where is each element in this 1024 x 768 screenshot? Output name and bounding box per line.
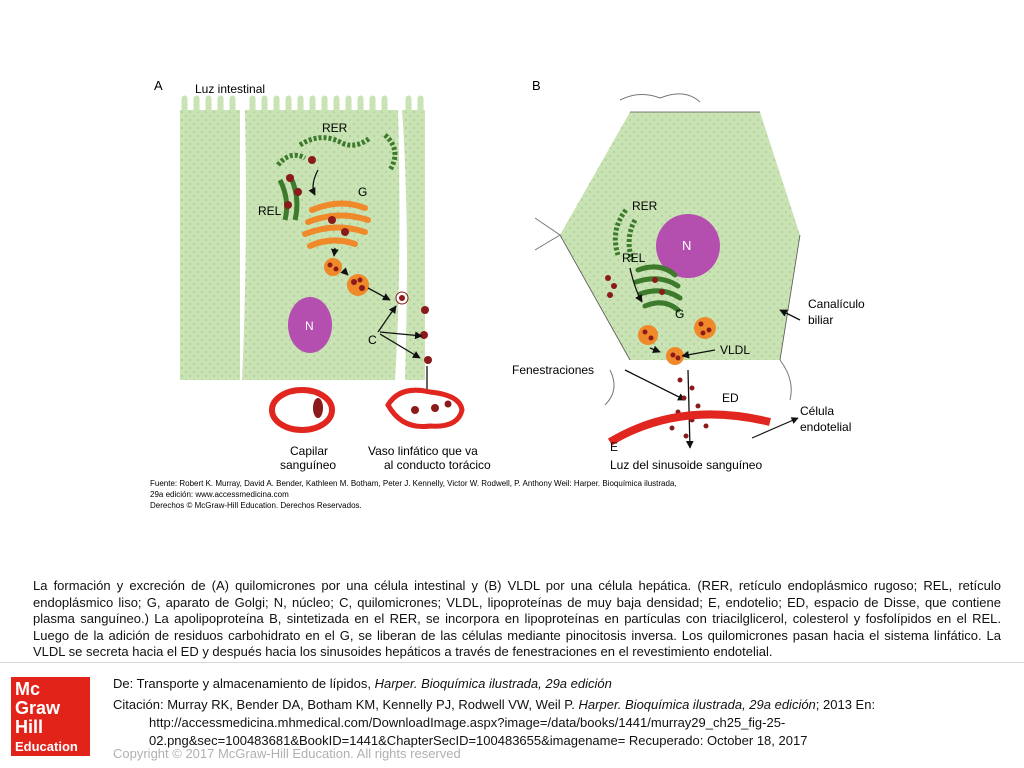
panel-b-nucleus: [656, 214, 720, 278]
panel-b-endothelium: [607, 410, 771, 446]
logo-line-graw: Graw: [15, 698, 61, 718]
panel-a-capillary-label-2: sanguíneo: [280, 458, 336, 472]
panel-a-golgi: [302, 200, 371, 249]
panel-b-arrows: [624, 267, 801, 449]
panel-a-vesicle: [324, 258, 342, 276]
panel-a-rer: [276, 133, 398, 172]
panel-b-golgi-label: G: [675, 307, 684, 321]
citation-book: Harper. Bioquímica ilustrada, 29a edició…: [578, 697, 816, 712]
panel-a-lumen-label: Luz intestinal: [195, 82, 265, 96]
from-prefix: De: Transporte y almacenamiento de lípid…: [113, 676, 375, 691]
source-line-1: Fuente: Robert K. Murray, David A. Bende…: [150, 479, 677, 488]
panel-b-rer-label: RER: [632, 199, 658, 213]
footer-divider: [0, 662, 1024, 663]
mcgraw-hill-logo: Mc Graw Hill Education: [11, 677, 90, 756]
source-line-2: 29a edición: www.accessmedicina.com: [150, 490, 289, 499]
panel-a-capillary-label-1: Capilar: [290, 444, 328, 458]
panel-a-chylomicron-vesicle: [347, 274, 369, 296]
panel-b-canaliculus-label-2: biliar: [808, 313, 833, 327]
panel-b-endothelial-label-1: Célula: [800, 404, 834, 418]
panel-a-particles: [284, 156, 349, 236]
copyright-notice: Copyright © 2017 McGraw-Hill Education. …: [113, 746, 461, 761]
panel-a-secreted-chylomicrons: [395, 291, 432, 364]
panel-a-arrows: [308, 169, 431, 401]
panel-a-letter: A: [154, 78, 163, 93]
panel-b-fenestrations-label: Fenestraciones: [512, 363, 594, 377]
panel-a-blood-capillary: [269, 387, 335, 433]
panel-b-endothelial-label-2: endotelial: [800, 420, 851, 434]
panel-a-golgi-label: G: [358, 185, 367, 199]
panel-a-rel: [277, 178, 300, 221]
panel-b-sinusoid-label: Luz del sinusoide sanguíneo: [610, 458, 762, 472]
source-line-3: Derechos © McGraw-Hill Education. Derech…: [150, 501, 362, 510]
panel-b-e-label: E: [610, 440, 618, 454]
citation-prefix: Citación: Murray RK, Bender DA, Botham K…: [113, 697, 579, 712]
panel-b-disse-particles: [669, 377, 709, 439]
panel-b-nucleus-label: N: [682, 238, 691, 253]
panel-a-nucleus-label: N: [305, 319, 314, 333]
panel-a-chylomicron-label: C: [368, 333, 377, 347]
panel-b-ed-label: ED: [722, 391, 739, 405]
panel-b-rer: [612, 208, 638, 261]
citation-suffix: ; 2013 En:: [815, 697, 876, 712]
panel-a-rel-label: REL: [258, 204, 282, 218]
panel-b-vldl-label: VLDL: [720, 343, 750, 357]
panel-a-lymph-label-1: Vaso linfático que va: [368, 444, 478, 458]
panel-b-particles: [605, 275, 665, 298]
logo-line-mc: Mc: [15, 679, 41, 699]
logo-line-education: Education: [15, 739, 78, 754]
panel-a-lymph-label-2: al conducto torácico: [384, 458, 491, 472]
citation-url[interactable]: http://accessmedicina.mhmedical.com/Down…: [149, 715, 808, 748]
citation: Citación: Murray RK, Bender DA, Botham K…: [113, 696, 993, 750]
from-book: Harper. Bioquímica ilustrada, 29a edició…: [374, 676, 612, 691]
panel-a-nucleus: [288, 297, 332, 353]
diagram-svg: A Luz intestinal RER REL: [150, 78, 865, 510]
panel-b-canaliculus-label-1: Canalículo: [808, 297, 865, 311]
panel-a-lymph-vessel: [385, 387, 465, 430]
panel-b-letter: B: [532, 78, 541, 93]
panel-b-vldl-vesicles: [638, 317, 716, 365]
lipoprotein-diagram: A Luz intestinal RER REL: [140, 70, 875, 515]
panel-b-rel-label: REL: [622, 251, 646, 265]
figure-caption: La formación y excreción de (A) quilomic…: [33, 578, 1001, 659]
panel-a-rer-label: RER: [322, 121, 348, 135]
source-from: De: Transporte y almacenamiento de lípid…: [113, 676, 612, 691]
logo-line-hill: Hill: [15, 717, 44, 737]
